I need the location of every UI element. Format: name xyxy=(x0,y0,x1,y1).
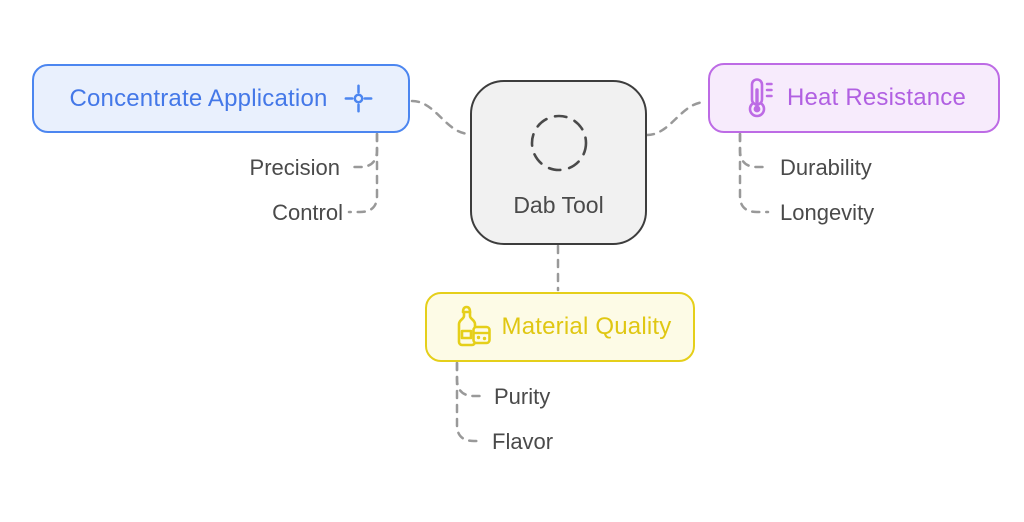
crosshair-icon xyxy=(344,84,373,113)
connector-longevity xyxy=(738,132,770,214)
child-label-longevity[interactable]: Longevity xyxy=(780,200,875,225)
center-node-label: Dab Tool xyxy=(513,192,604,218)
bottle-and-glass-icon xyxy=(449,304,491,350)
child-label-precision[interactable]: Precision xyxy=(249,155,340,180)
connector-purity xyxy=(455,361,487,398)
child-label-control[interactable]: Control xyxy=(272,200,343,225)
child-label-flavor[interactable]: Flavor xyxy=(492,429,554,454)
connector-center-left xyxy=(410,99,472,136)
dashed-circle-icon xyxy=(529,113,589,178)
thermometer-icon xyxy=(742,77,774,119)
node-concentrate-application[interactable]: Concentrate Application xyxy=(32,64,410,133)
connector-durability xyxy=(738,132,771,169)
connector-center-right xyxy=(645,100,708,137)
child-label-durability[interactable]: Durability xyxy=(780,155,872,180)
child-label-purity[interactable]: Purity xyxy=(494,384,551,409)
node-label: Heat Resistance xyxy=(786,84,967,111)
node-dab-tool[interactable]: Dab Tool xyxy=(470,80,647,245)
connector-flavor xyxy=(455,361,485,443)
connector-control xyxy=(347,132,379,214)
connector-precision xyxy=(346,132,379,169)
node-label: Material Quality xyxy=(501,313,672,340)
node-material-quality[interactable]: Material Quality xyxy=(425,292,695,362)
node-label: Concentrate Application xyxy=(69,84,328,112)
node-heat-resistance[interactable]: Heat Resistance xyxy=(708,63,1000,133)
